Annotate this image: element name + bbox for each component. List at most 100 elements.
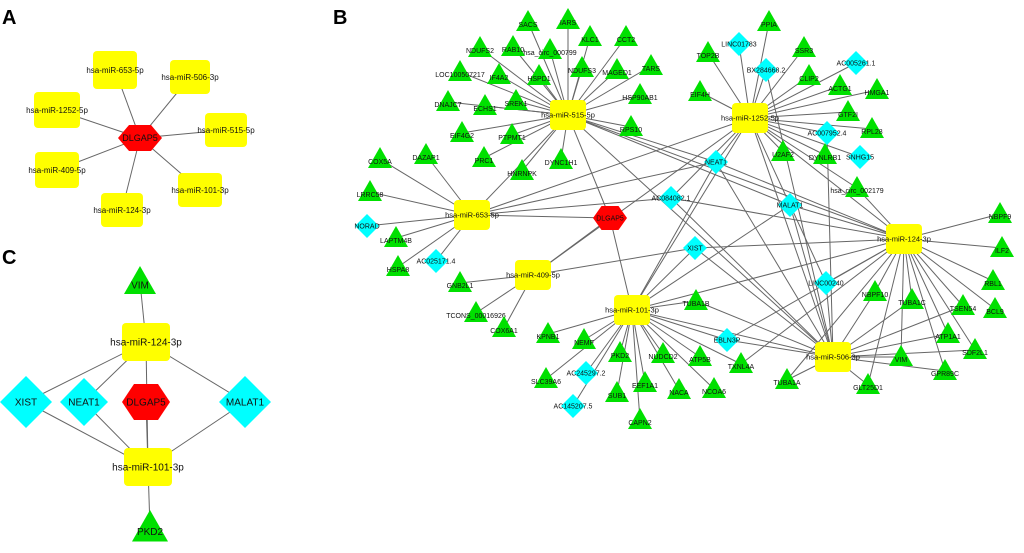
panel-b-node-hmga1: HMGA1	[865, 78, 890, 99]
panel-b-node-label: DAZAP1	[412, 155, 439, 162]
panel-b-lncrna-shape	[844, 51, 868, 75]
panel-b-edge-m515-hub	[567, 114, 611, 219]
panel-a-mirna-shape	[35, 152, 79, 188]
panel-b-node-ptpmt1: PTPMT1	[498, 123, 526, 144]
panel-b-edge-m101-ac145207-5	[572, 309, 633, 407]
panel-b-lncrna-shape	[355, 214, 379, 238]
panel-b-node-label: HNRNPK	[507, 171, 537, 178]
panel-b-mrna-shape	[828, 74, 852, 95]
panel-b-node-label: VIM	[895, 357, 908, 364]
panel-a-node-label: hsa-miR-1252-5p	[26, 106, 88, 115]
panel-b-mrna-shape	[729, 352, 753, 373]
panel-b-node-ppia: PPIA	[757, 10, 781, 31]
panel-b-node-maged1: MAGED1	[602, 58, 632, 79]
panel-b-mrna-shape	[492, 316, 516, 337]
panel-b-node-hspa8: HSPA8	[386, 255, 410, 276]
panel-b-node-label: AC005261.1	[837, 60, 876, 67]
panel-b-label: B	[333, 7, 347, 29]
panel-b-edge-m1252-m653	[471, 117, 751, 216]
panel-b-mrna-shape	[639, 54, 663, 75]
panel-b-node-label: CAPN2	[628, 420, 651, 427]
panel-b-node-ndufs2: NDUFS2	[466, 36, 494, 57]
panel-b-edge-m124-malat1	[789, 204, 905, 240]
panel-b-node-atp1a1: ATP1A1	[935, 322, 961, 343]
panel-b-node-label: SSR3	[795, 48, 813, 55]
panel-b-node-eef1a1: EEF1A1	[632, 371, 658, 392]
panel-a-mirna-shape	[93, 51, 137, 89]
panel-b-node-label: EIF4H	[690, 92, 710, 99]
panel-b-lncrna-shape	[778, 193, 802, 217]
panel-b-edge-m101-hub	[609, 217, 633, 311]
panel-b-node-txnl4a: TXNL4A	[728, 352, 755, 373]
panel-b-node-iars: IARS	[556, 8, 580, 29]
panel-a-label: A	[2, 7, 16, 29]
panel-c-node-xist: XIST	[0, 376, 52, 428]
panel-b-mrna-shape	[797, 64, 821, 85]
panel-a-node-label: DLGAP5	[122, 133, 158, 143]
panel-b-edge-m1252-m101	[631, 117, 751, 311]
panel-b-edge-m506-atp1a1	[832, 333, 949, 358]
panel-b-edge-m124-atp1a1	[903, 238, 949, 335]
panel-b-mrna-shape	[702, 377, 726, 398]
panel-b-node-cct2: CCT2	[614, 25, 638, 46]
panel-b-node-label: DNAJC7	[434, 102, 461, 109]
panel-b-node-label: TARS	[642, 66, 660, 73]
panel-b-node-pkd2: PKD2	[608, 341, 632, 362]
panel-b-mrna-shape	[448, 60, 472, 81]
panel-b-node-bx284668-2: BX284668.2	[747, 58, 785, 82]
panel-b-node-label: ATP5B	[689, 357, 711, 364]
panel-a-node-hsa-mir-653-5p: hsa-miR-653-5p	[86, 51, 144, 89]
panel-b-node-label: NCOA6	[702, 389, 726, 396]
panel-c-lncrna-shape	[0, 376, 52, 428]
panel-b-mrna-shape	[990, 236, 1014, 257]
panel-b-lncrna-shape	[814, 271, 838, 295]
panel-b-edge-m506-malat1	[789, 204, 834, 358]
panel-b-node-loc100507217: LOC100507217	[435, 60, 485, 81]
panel-b-node-cox5a: COX5A	[368, 147, 392, 168]
panel-a-node-label: hsa-miR-409-5p	[28, 166, 86, 175]
panel-b-node-sdf2l1: SDF2L1	[962, 338, 988, 359]
panel-b-node-gnb2l1: GNB2L1	[447, 271, 474, 292]
panel-b-node-label: NUDCD2	[648, 354, 677, 361]
panel-b-node-hsa-circ-002179: hsa_circ_002179	[830, 176, 884, 197]
panel-b-node-nemf: NEMF	[572, 328, 596, 349]
panel-b-edge-m506-ac007952-4	[826, 132, 834, 358]
panel-b-edge-m409-xist	[532, 247, 696, 276]
panel-b-edge-m124-gpr89c	[903, 238, 946, 372]
panel-b-mrna-shape	[981, 269, 1005, 290]
panel-a-node-hsa-mir-1252-5p: hsa-miR-1252-5p	[26, 92, 88, 128]
panel-b-node-naca: NACA	[667, 378, 691, 399]
panel-b-mrna-shape	[860, 117, 884, 138]
panel-b-node-gpr89c: GPR89C	[931, 359, 959, 380]
panel-b-node-label: EEF1A1	[632, 383, 658, 390]
panel-b-node-label: TOP2B	[697, 53, 720, 60]
panel-a-node-label: hsa-miR-653-5p	[86, 66, 144, 75]
panel-b-edge-m101-txnl4a	[631, 309, 742, 365]
panel-b-mrna-shape	[472, 146, 496, 167]
panel-b-node-label: AC007952.4	[808, 130, 847, 137]
panel-b-mrna-shape	[771, 140, 795, 161]
panel-b-node-label: hsa-miR-515-5p	[541, 111, 595, 120]
panel-b-node-label: GLT25D1	[853, 385, 883, 392]
panel-b-node-label: IF4A2	[490, 75, 509, 82]
panel-c-node-hsa-mir-101-3p: hsa-miR-101-3p	[112, 448, 184, 486]
panel-b-node-rab10: RAB10	[501, 35, 525, 56]
panel-b-node-gtf2i: GTF2I	[836, 100, 860, 121]
panel-b-mrna-shape	[900, 288, 924, 309]
panel-c-mirna-shape	[122, 323, 170, 361]
panel-b-lncrna-shape	[815, 121, 839, 145]
panel-b-edge-m124-ac084082-1	[670, 197, 905, 240]
panel-b-node-label: TUBA1A	[773, 380, 801, 387]
panel-b-node-label: hsa-miR-506-3p	[806, 353, 860, 362]
panel-b-node-label: TSEN54	[950, 306, 977, 313]
panel-b-node-lrrc58: LRRC58	[357, 180, 384, 201]
panel-b-node-sub1: SUB1	[605, 381, 629, 402]
panel-c-lncrna-shape	[219, 376, 271, 428]
panel-b-mrna-shape	[468, 36, 492, 57]
panel-b-mrna-shape	[865, 78, 889, 99]
panel-b-node-sacs: SACS	[516, 10, 540, 31]
panel-b-mrna-shape	[856, 373, 880, 394]
panel-b-mrna-shape	[605, 381, 629, 402]
